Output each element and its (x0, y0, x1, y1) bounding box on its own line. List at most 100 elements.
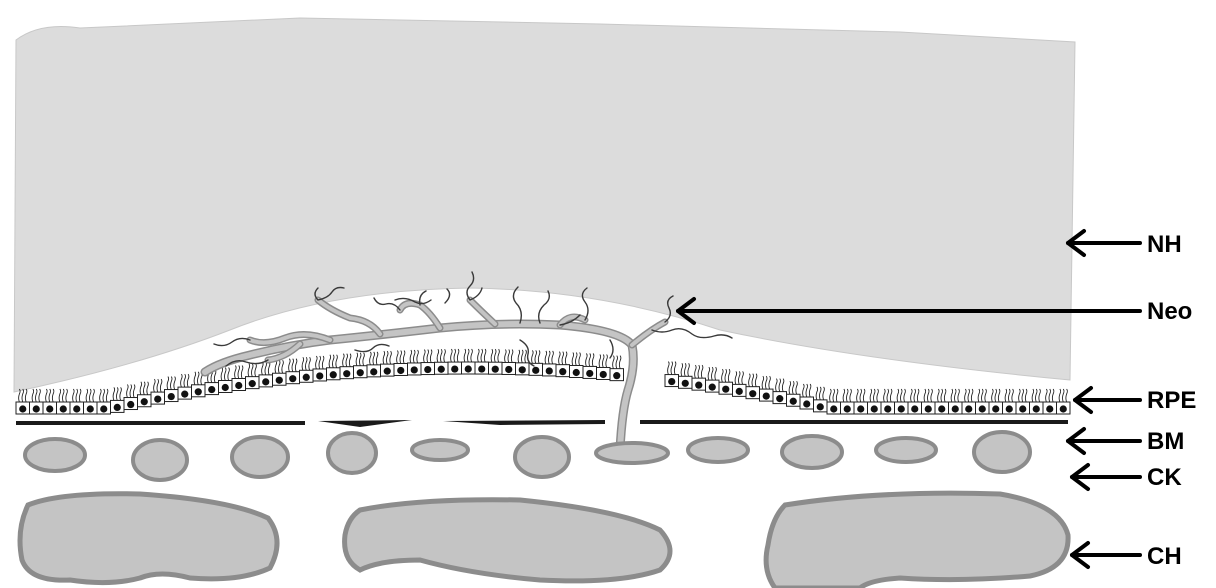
rpe-microvilli (789, 381, 797, 394)
rpe-microvilli (19, 389, 27, 402)
label-neo: Neo (1147, 300, 1192, 324)
rpe-microvilli (978, 389, 986, 402)
rpe-nucleus (411, 366, 418, 373)
rpe-microvilli (370, 352, 378, 365)
rpe-nucleus (451, 365, 458, 372)
rpe-nucleus (790, 398, 797, 405)
rpe-microvilli (870, 389, 878, 402)
rpe-nucleus (316, 372, 323, 379)
rpe-microvilli (722, 369, 730, 382)
choriocapillaris-vessel (232, 437, 288, 477)
ck-arrow (1072, 465, 1140, 489)
rpe-nucleus (573, 369, 580, 376)
rpe-nucleus (343, 370, 350, 377)
rpe-microvilli (911, 389, 919, 402)
rpe-nucleus (722, 386, 729, 393)
rpe-microvilli (572, 352, 580, 365)
rpe-microvilli (1019, 389, 1027, 402)
rpe-microvilli (735, 371, 743, 384)
choroid (20, 493, 1068, 588)
rpe-nucleus (559, 368, 566, 375)
rpe-microvilli (127, 385, 135, 398)
choriocapillaris-vessel (876, 438, 936, 462)
rpe-microvilli (343, 354, 351, 367)
rpe-microvilli (275, 360, 283, 373)
rpe-microvilli (762, 376, 770, 389)
rpe-nucleus (979, 405, 986, 412)
rpe-microvilli (437, 349, 445, 362)
rpe-microvilli (356, 353, 364, 366)
rpe-microvilli (1059, 389, 1067, 402)
rpe-microvilli (289, 359, 297, 372)
rpe-microvilli (1005, 389, 1013, 402)
rpe-nucleus (1033, 405, 1040, 412)
choriocapillaris (25, 432, 1030, 480)
rpe-nucleus (208, 386, 215, 393)
choriocapillaris-vessel (596, 443, 668, 463)
rpe-nucleus (33, 405, 40, 412)
rpe-nucleus (817, 403, 824, 410)
rpe-nucleus (235, 382, 242, 389)
rpe-nucleus (586, 370, 593, 377)
rpe-microvilli (46, 389, 54, 402)
rpe-microvilli (1046, 389, 1054, 402)
choriocapillaris-vessel (515, 437, 569, 477)
rpe-microvilli (262, 362, 270, 375)
rpe-nucleus (519, 366, 526, 373)
rpe-nucleus (46, 405, 53, 412)
rpe-nucleus (695, 382, 702, 389)
rpe-nucleus (127, 401, 134, 408)
rpe-nucleus (898, 405, 905, 412)
rpe-nucleus (141, 398, 148, 405)
rpe-nucleus (478, 365, 485, 372)
rpe-microvilli (532, 350, 540, 363)
choriocapillaris-vessel (412, 440, 468, 460)
rpe-nucleus (73, 405, 80, 412)
rpe-nucleus (424, 366, 431, 373)
rpe-nucleus (303, 374, 310, 381)
rpe-nucleus (844, 405, 851, 412)
rpe-nucleus (195, 388, 202, 395)
rpe-microvilli (613, 356, 621, 369)
rpe-microvilli (140, 382, 148, 395)
label-ch: CH (1147, 545, 1182, 569)
rpe-microvilli (749, 374, 757, 387)
choriocapillaris-vessel (782, 436, 842, 468)
rpe-nucleus (763, 392, 770, 399)
rpe-nucleus (19, 405, 26, 412)
rpe-nucleus (397, 367, 404, 374)
rpe-nucleus (154, 395, 161, 402)
rpe-microvilli (1032, 389, 1040, 402)
rpe-nucleus (668, 378, 675, 385)
rpe-microvilli (491, 349, 499, 362)
rpe-nucleus (871, 405, 878, 412)
rpe-nucleus (262, 378, 269, 385)
bruchs-membrane (16, 420, 1068, 427)
neural-retina-layer (14, 18, 1075, 392)
rpe-microvilli (803, 384, 811, 397)
choriocapillaris-vessel (133, 440, 187, 480)
choroid-vessel (766, 493, 1068, 588)
nh-arrow (1068, 231, 1140, 255)
rpe-nucleus (1046, 405, 1053, 412)
rpe-nucleus (938, 405, 945, 412)
label-rpe: RPE (1147, 389, 1196, 413)
rpe-nucleus (222, 384, 229, 391)
rpe-nucleus (87, 405, 94, 412)
rpe-nucleus (965, 405, 972, 412)
rpe-microvilli (965, 389, 973, 402)
rpe-arrow (1075, 388, 1140, 412)
rpe-nucleus (600, 371, 607, 378)
rpe-microvilli (992, 389, 1000, 402)
rpe-microvilli (884, 389, 892, 402)
rpe-nucleus (992, 405, 999, 412)
rpe-nucleus (682, 380, 689, 387)
rpe-nucleus (505, 366, 512, 373)
rpe-nucleus (830, 405, 837, 412)
rpe-nucleus (465, 365, 472, 372)
rpe-microvilli (951, 389, 959, 402)
choroid-vessel (20, 494, 277, 583)
rpe-microvilli (235, 366, 243, 379)
rpe-nucleus (776, 395, 783, 402)
rpe-nucleus (438, 366, 445, 373)
